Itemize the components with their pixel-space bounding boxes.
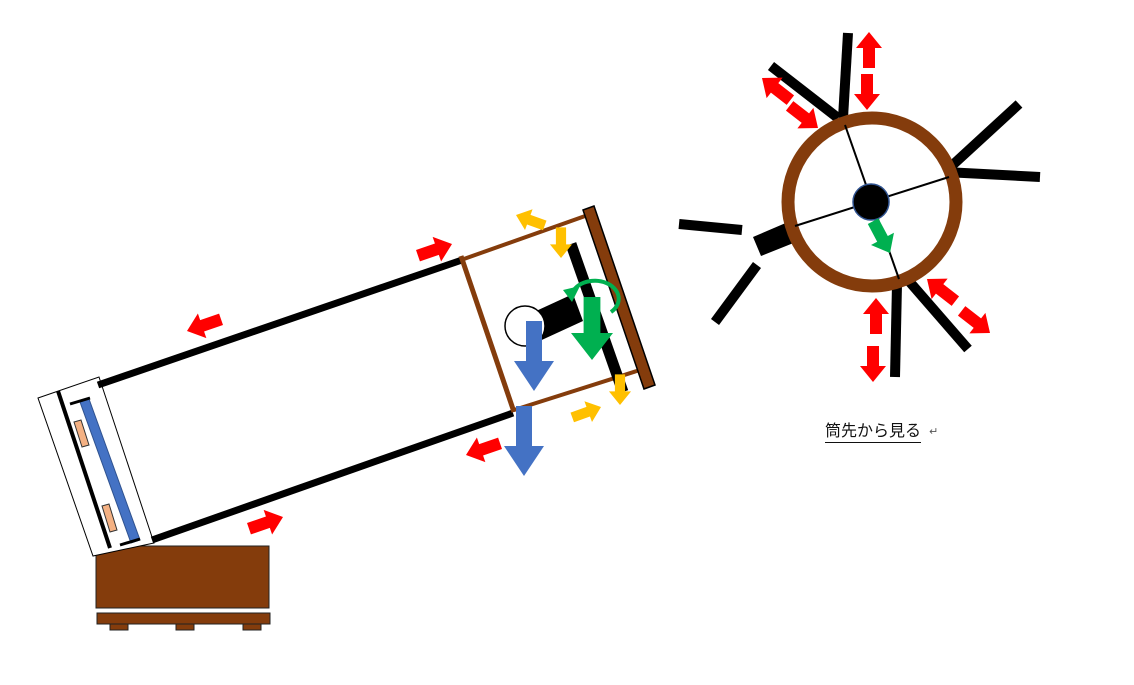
mirror-pad	[101, 503, 118, 533]
tube-bottom-edge	[150, 409, 515, 544]
rotate-arrow-head	[563, 286, 580, 302]
mirror-cell	[37, 376, 155, 557]
strut	[838, 32, 853, 119]
strut	[904, 276, 972, 353]
right-arrow-icon	[244, 504, 288, 542]
double-arrow-icon	[856, 32, 882, 68]
strut	[941, 100, 1023, 176]
front-view	[678, 32, 1041, 382]
right-arrow-icon	[568, 396, 605, 428]
cage-rod-top	[460, 213, 589, 262]
mirror-cell-back-plate	[56, 390, 112, 549]
mirror-clip	[119, 537, 141, 547]
cage-ring-rear	[458, 255, 517, 413]
strut	[944, 167, 1041, 182]
red-force-arrows	[182, 231, 505, 542]
double-arrow-icon	[860, 346, 886, 382]
focuser	[753, 222, 796, 256]
front-view-caption: 筒先から見る	[825, 421, 922, 443]
strut	[710, 262, 762, 325]
base-foot	[242, 623, 262, 631]
strut	[678, 219, 743, 235]
rocker-base	[95, 545, 271, 631]
ground-board	[96, 612, 271, 625]
telescope-tube	[96, 256, 515, 544]
rocker-box	[95, 545, 270, 609]
truss-struts	[678, 32, 1041, 378]
strut	[890, 283, 902, 378]
secondary-mirror	[852, 183, 890, 221]
side-view	[37, 204, 656, 631]
base-foot	[109, 623, 129, 631]
base-foot	[175, 623, 195, 631]
tube-top-edge	[96, 256, 464, 389]
right-arrow-icon	[182, 306, 226, 344]
paragraph-mark: ↵	[929, 425, 939, 438]
green-force-arrows	[563, 278, 621, 360]
right-arrow-icon	[461, 430, 505, 468]
mirror-clip	[69, 396, 91, 406]
double-arrow-icon	[863, 298, 889, 334]
mirror-pad	[73, 419, 90, 448]
strut	[767, 62, 842, 122]
double-arrow-icon	[854, 74, 880, 110]
